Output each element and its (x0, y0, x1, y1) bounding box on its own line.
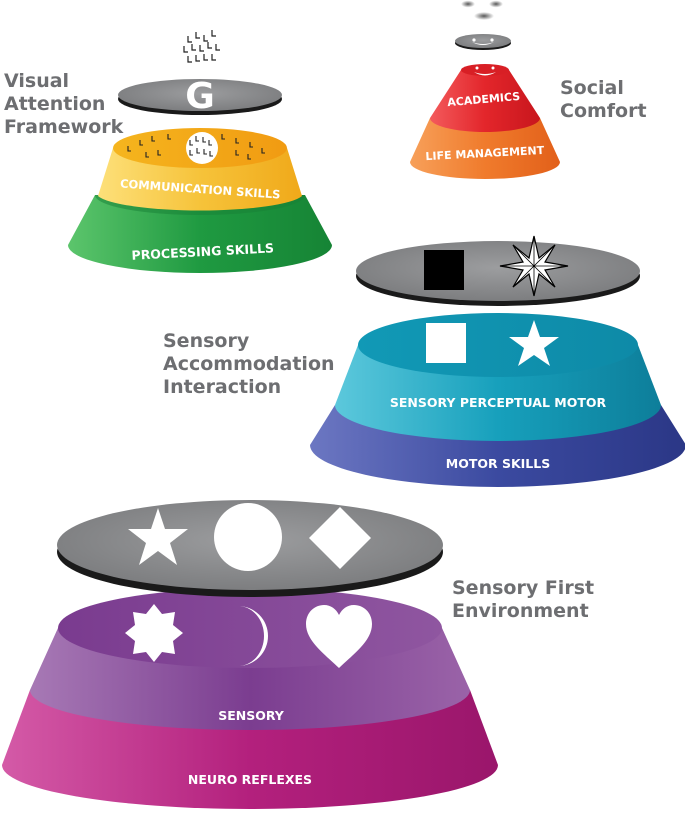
sensory-accommodation-label: Sensory Accommodation Interaction (163, 330, 335, 398)
social-comfort-label: Social Comfort (560, 77, 647, 122)
sensory-first-label: Sensory First Environment (452, 577, 595, 622)
letter-cluster-icon (127, 134, 265, 160)
communication-skills-tier: COMMUNICATION SKILLS (98, 128, 302, 211)
heart-icon (306, 605, 372, 668)
sensory-perceptual-motor-label: SENSORY PERCEPTUAL MOTOR (390, 395, 607, 410)
shape-disc-lower (57, 500, 443, 597)
academics-label: ACADEMICS (447, 90, 521, 109)
face-icon (474, 66, 496, 76)
life-management-label: LIFE MANAGEMENT (425, 144, 545, 163)
square-icon (424, 250, 464, 290)
visual-attention-stack: G PROCESSING SKILLS COMMUNICATION SKILLS (68, 30, 332, 273)
social-comfort-stack: LIFE MANAGEMENT ACADEMICS (410, 0, 560, 179)
face-icon (461, 0, 503, 20)
g-disc: G (118, 76, 282, 117)
processing-skills-label: PROCESSING SKILLS (131, 240, 274, 262)
octagram-icon (125, 604, 183, 662)
square-icon (426, 323, 466, 363)
life-management-tier: LIFE MANAGEMENT (410, 118, 560, 179)
compass-star-icon (499, 235, 569, 297)
diamond-icon (309, 507, 371, 569)
motor-skills-label: MOTOR SKILLS (446, 456, 550, 471)
letter-g-icon (186, 132, 218, 164)
star-icon (128, 508, 188, 565)
letter-cluster-icon (183, 30, 220, 63)
star-icon (509, 320, 559, 366)
shape-disc-upper (356, 235, 640, 306)
visual-attention-label: Visual Attention Framework (4, 70, 124, 138)
face-disc (455, 34, 511, 50)
face-icon (472, 38, 494, 45)
sensory-first-stack: NEURO REFLEXES SENSORY (2, 500, 498, 809)
sensory-label: SENSORY (218, 708, 285, 723)
sensory-tier: SENSORY (30, 588, 470, 730)
letter-g-icon: G (185, 76, 215, 117)
neuro-reflexes-label: NEURO REFLEXES (188, 772, 312, 787)
circle-icon (214, 503, 282, 571)
academics-tier: ACADEMICS (430, 64, 540, 132)
sensory-accommodation-stack: MOTOR SKILLS SENSORY PERCEPTUAL MOTOR (310, 235, 685, 487)
sensory-perceptual-motor-tier: SENSORY PERCEPTUAL MOTOR (335, 313, 661, 441)
